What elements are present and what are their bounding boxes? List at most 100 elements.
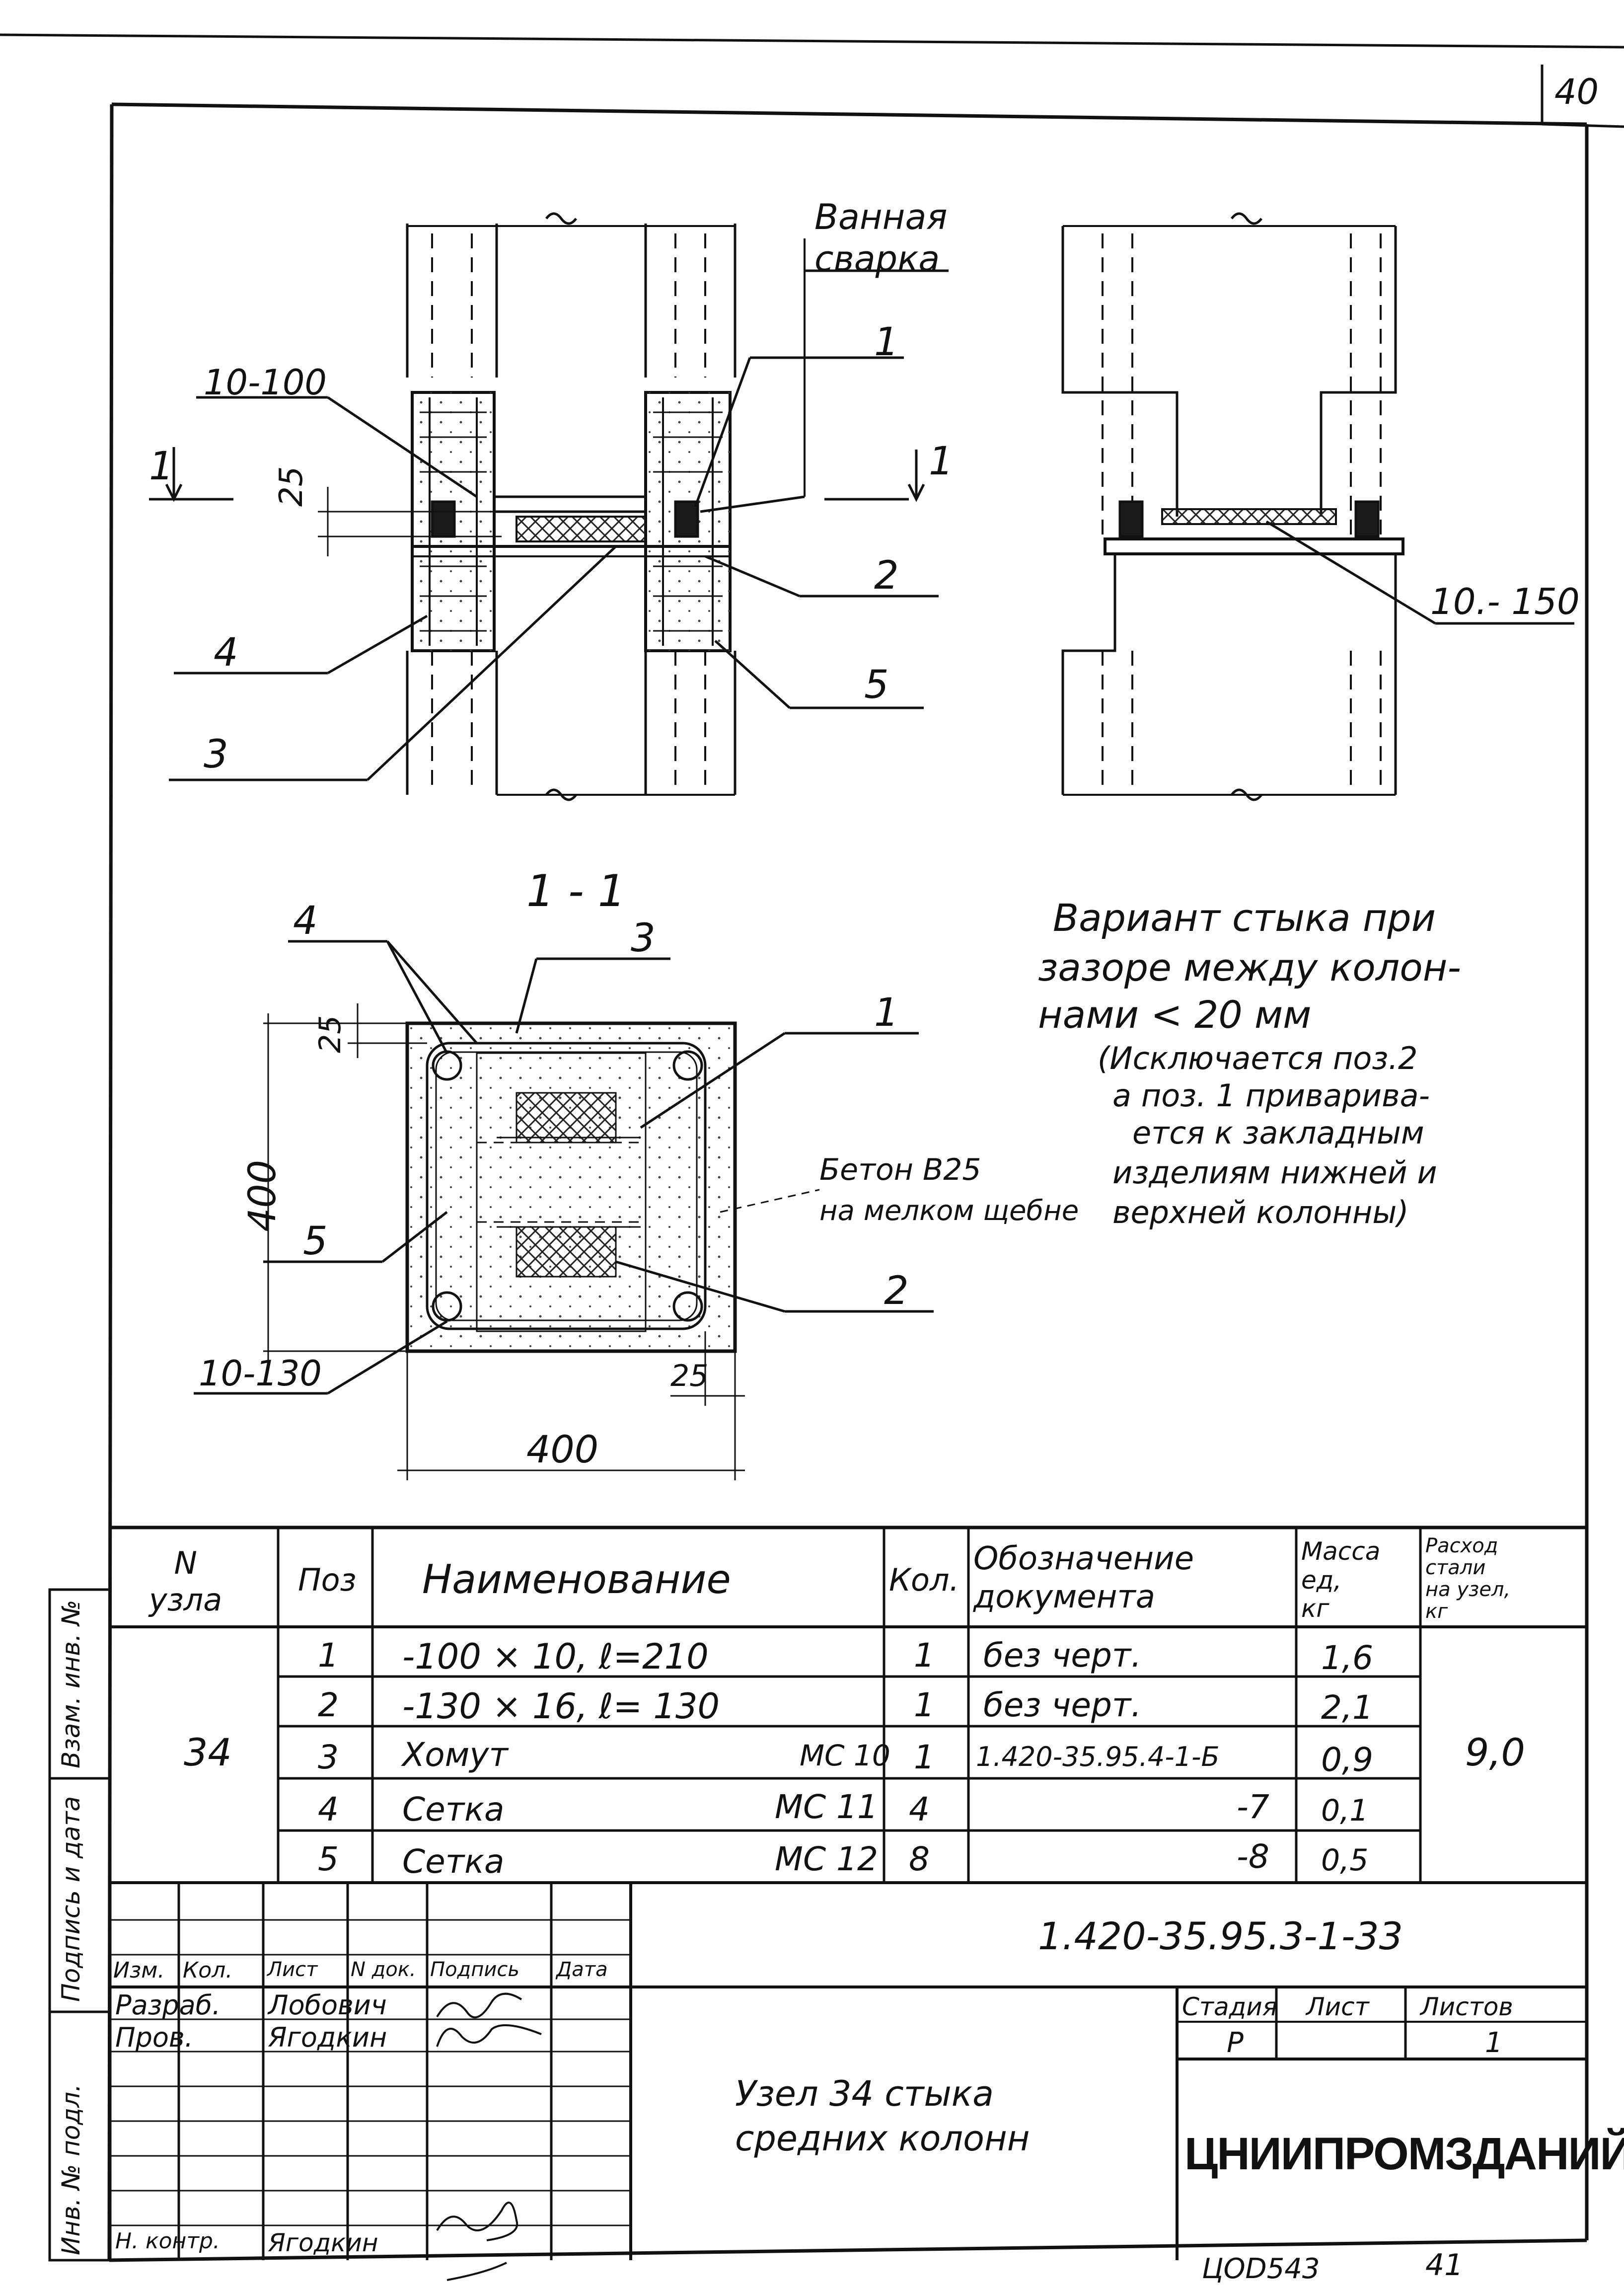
variant-note-5: а поз. 1 приварива- bbox=[1112, 1077, 1430, 1114]
sheets-value: 1 bbox=[1485, 2027, 1503, 2059]
header-node: N узла bbox=[149, 1545, 222, 1618]
row-mass: 1,6 bbox=[1321, 1639, 1373, 1677]
spec-table-grid bbox=[110, 1526, 1587, 1884]
node-number: 34 bbox=[184, 1730, 232, 1774]
header-pos: Поз bbox=[298, 1562, 357, 1598]
role-developer: Разраб. bbox=[115, 1989, 221, 2021]
row-mass: 0,9 bbox=[1321, 1741, 1373, 1779]
row-mark: МС 11 bbox=[775, 1788, 878, 1826]
variant-note-8: верхней колонны) bbox=[1112, 1194, 1409, 1230]
archive-number: ЦОD543 bbox=[1202, 2253, 1320, 2285]
role-norm-control: Н. контр. bbox=[115, 2228, 220, 2254]
callout-10-100: 10-100 bbox=[204, 362, 327, 403]
row-mass: 0,1 bbox=[1321, 1793, 1369, 1828]
row-doc: без черт. bbox=[983, 1636, 1142, 1675]
head-izm: Изм. bbox=[113, 1958, 165, 1983]
section-callout-3: 3 bbox=[631, 916, 656, 961]
row-doc: без черт. bbox=[983, 1686, 1142, 1724]
row-doc: -7 bbox=[1237, 1788, 1269, 1826]
callout-pos1: 1 bbox=[874, 320, 899, 365]
row-pos: 3 bbox=[318, 1738, 339, 1776]
row-doc: 1.420-35.95.4-1-Б bbox=[976, 1741, 1220, 1772]
callout-10-150: 10.- 150 bbox=[1430, 581, 1580, 622]
section-callout-1: 1 bbox=[874, 991, 899, 1035]
concrete-note-2: на мелком щебне bbox=[819, 1195, 1079, 1227]
head-kol: Кол. bbox=[183, 1958, 233, 1983]
side-stamp-inventory: Инв. № подл. bbox=[57, 2084, 85, 2255]
variant-note-4: (Исключается поз.2 bbox=[1098, 1040, 1418, 1076]
section-mark-left: 1 bbox=[149, 444, 174, 489]
sheet-title-2: средних колонн bbox=[735, 2118, 1030, 2159]
header-qty: Кол. bbox=[889, 1562, 960, 1598]
archive-sheet: 41 bbox=[1425, 2248, 1464, 2283]
side-stamp-signature: Подпись и дата bbox=[57, 1796, 85, 2002]
head-date: Дата bbox=[556, 1958, 608, 1981]
header-steel: Расход стали на узел, кг bbox=[1425, 1534, 1511, 1623]
row-pos: 5 bbox=[318, 1840, 339, 1878]
head-ndok: N док. bbox=[351, 1958, 416, 1981]
side-stamp-replace: Взам. инв. № bbox=[57, 1600, 85, 1768]
callout-pos3: 3 bbox=[204, 732, 228, 777]
stage-label: Стадия bbox=[1182, 1992, 1277, 2021]
row-name: -100 × 10, ℓ=210 bbox=[402, 1636, 709, 1677]
dim-400-horizontal: 400 bbox=[526, 1427, 599, 1471]
section-title: 1 - 1 bbox=[526, 865, 626, 916]
total-steel: 9,0 bbox=[1465, 1730, 1525, 1774]
callout-25: 25 bbox=[273, 466, 310, 507]
row-mass: 0,5 bbox=[1321, 1843, 1369, 1878]
organization-name: ЦНИИПРОМЗДАНИЙ bbox=[1184, 2129, 1624, 2179]
row-pos: 1 bbox=[318, 1636, 339, 1675]
variant-note-7: изделиям нижней и bbox=[1112, 1154, 1437, 1191]
sheet-title-1: Узел 34 стыка bbox=[735, 2073, 994, 2114]
elevation-left bbox=[149, 212, 949, 801]
variant-note-1: Вариант стыка при bbox=[1053, 896, 1436, 940]
dim-400-vertical: 400 bbox=[240, 1159, 284, 1232]
head-list: Лист bbox=[267, 1958, 318, 1981]
row-qty: 4 bbox=[909, 1790, 930, 1829]
title-block-grid bbox=[110, 1883, 1587, 2260]
callout-pos2: 2 bbox=[874, 553, 899, 598]
section-callout-5: 5 bbox=[303, 1219, 328, 1264]
concrete-note-1: Бетон В25 bbox=[819, 1152, 981, 1187]
stage-value: Р bbox=[1227, 2027, 1244, 2059]
side-stamp-strip bbox=[48, 1588, 112, 2262]
section-callout-4: 4 bbox=[293, 899, 318, 943]
row-pos: 2 bbox=[318, 1686, 339, 1724]
name-checked: Ягодкин bbox=[268, 2022, 387, 2053]
welding-label: Ванная сварка bbox=[814, 197, 948, 279]
row-qty: 1 bbox=[914, 1738, 935, 1776]
section-mark-right: 1 bbox=[929, 439, 954, 484]
header-name: Наименование bbox=[422, 1556, 731, 1603]
signature-marks bbox=[436, 1992, 542, 2281]
dim-25-bottom: 25 bbox=[670, 1359, 709, 1393]
section-callout-2: 2 bbox=[884, 1269, 909, 1313]
row-name: Сетка bbox=[402, 1790, 505, 1829]
page-number: 40 bbox=[1554, 72, 1599, 112]
variant-note-3: нами < 20 мм bbox=[1038, 992, 1312, 1037]
sheets-label: Листов bbox=[1420, 1992, 1513, 2021]
section-1-1 bbox=[194, 940, 934, 1480]
name-norm-control: Ягодкин bbox=[268, 2228, 378, 2257]
dim-25-top: 25 bbox=[313, 1015, 348, 1053]
row-pos: 4 bbox=[318, 1790, 339, 1829]
drawing-frame bbox=[107, 102, 1589, 2262]
row-name: Хомут bbox=[402, 1736, 508, 1774]
row-name: Сетка bbox=[402, 1842, 505, 1881]
row-mark: МС 10 bbox=[800, 1739, 890, 1772]
role-checked: Пров. bbox=[115, 2022, 193, 2053]
row-doc: -8 bbox=[1237, 1837, 1269, 1876]
variant-note-2: зазоре между колон- bbox=[1038, 945, 1461, 990]
variant-note-6: ется к закладным bbox=[1132, 1115, 1424, 1151]
elevation-right bbox=[1061, 212, 1574, 801]
row-name: -130 × 16, ℓ= 130 bbox=[402, 1686, 720, 1727]
callout-pos5: 5 bbox=[864, 663, 889, 707]
header-doc: Обозначение документа bbox=[973, 1540, 1194, 1615]
callout-pos4: 4 bbox=[214, 630, 238, 675]
designation: 1.420-35.95.3-1-33 bbox=[1038, 1914, 1403, 1958]
name-developer: Лобович bbox=[268, 1989, 387, 2021]
row-qty: 1 bbox=[914, 1686, 935, 1724]
row-mass: 2,1 bbox=[1321, 1688, 1373, 1727]
header-mass: Масса ед, кг bbox=[1301, 1537, 1381, 1623]
